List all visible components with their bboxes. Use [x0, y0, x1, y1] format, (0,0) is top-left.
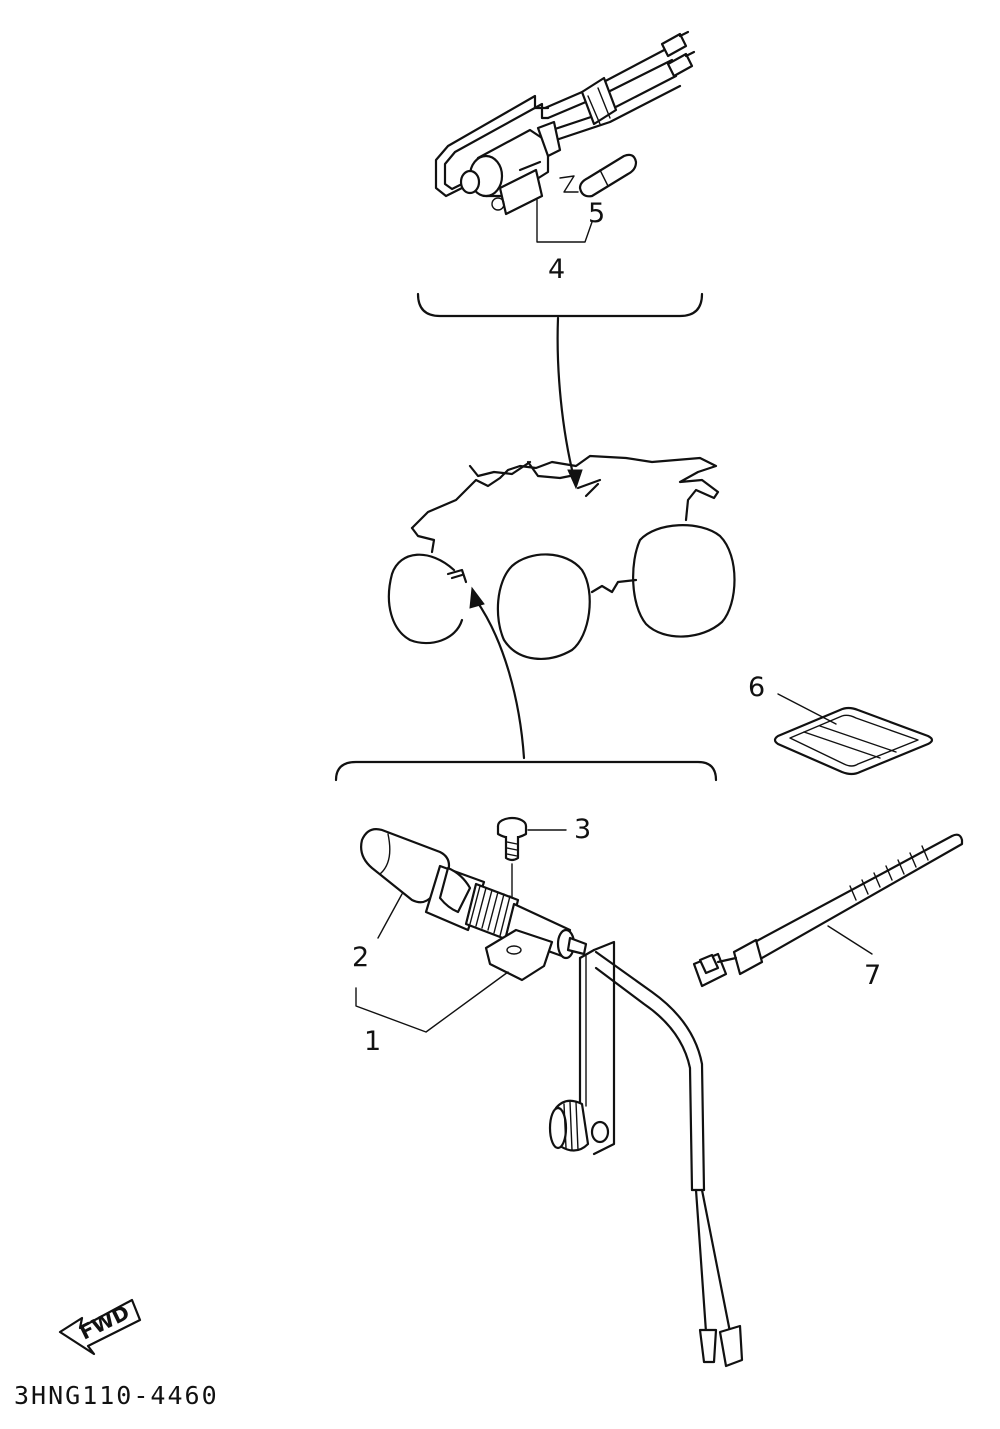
screw	[496, 816, 567, 945]
speed-limiter-assembly	[355, 828, 588, 1033]
callout-1: 1	[364, 1026, 381, 1057]
bottom-bracket	[334, 760, 718, 782]
callout-6: 6	[748, 672, 765, 703]
label-plate	[773, 693, 934, 776]
top-bracket	[416, 292, 704, 318]
callout-4: 4	[548, 254, 565, 285]
relay-assembly	[434, 30, 696, 243]
limiter-location-arrow	[474, 598, 526, 760]
fuse	[559, 153, 638, 198]
diagram-code: 3HNG110-4460	[14, 1381, 219, 1410]
limiter-rod	[548, 940, 616, 1156]
callout-2: 2	[352, 942, 369, 973]
relay-location-arrow	[556, 316, 576, 480]
fwd-arrow: FWD	[58, 1298, 142, 1356]
cable-tie	[692, 833, 964, 988]
callout-5: 5	[588, 198, 605, 229]
callout-3: 3	[574, 814, 591, 845]
atv-outline	[387, 454, 736, 660]
callout-7: 7	[864, 960, 881, 991]
limiter-cable	[594, 950, 744, 1368]
